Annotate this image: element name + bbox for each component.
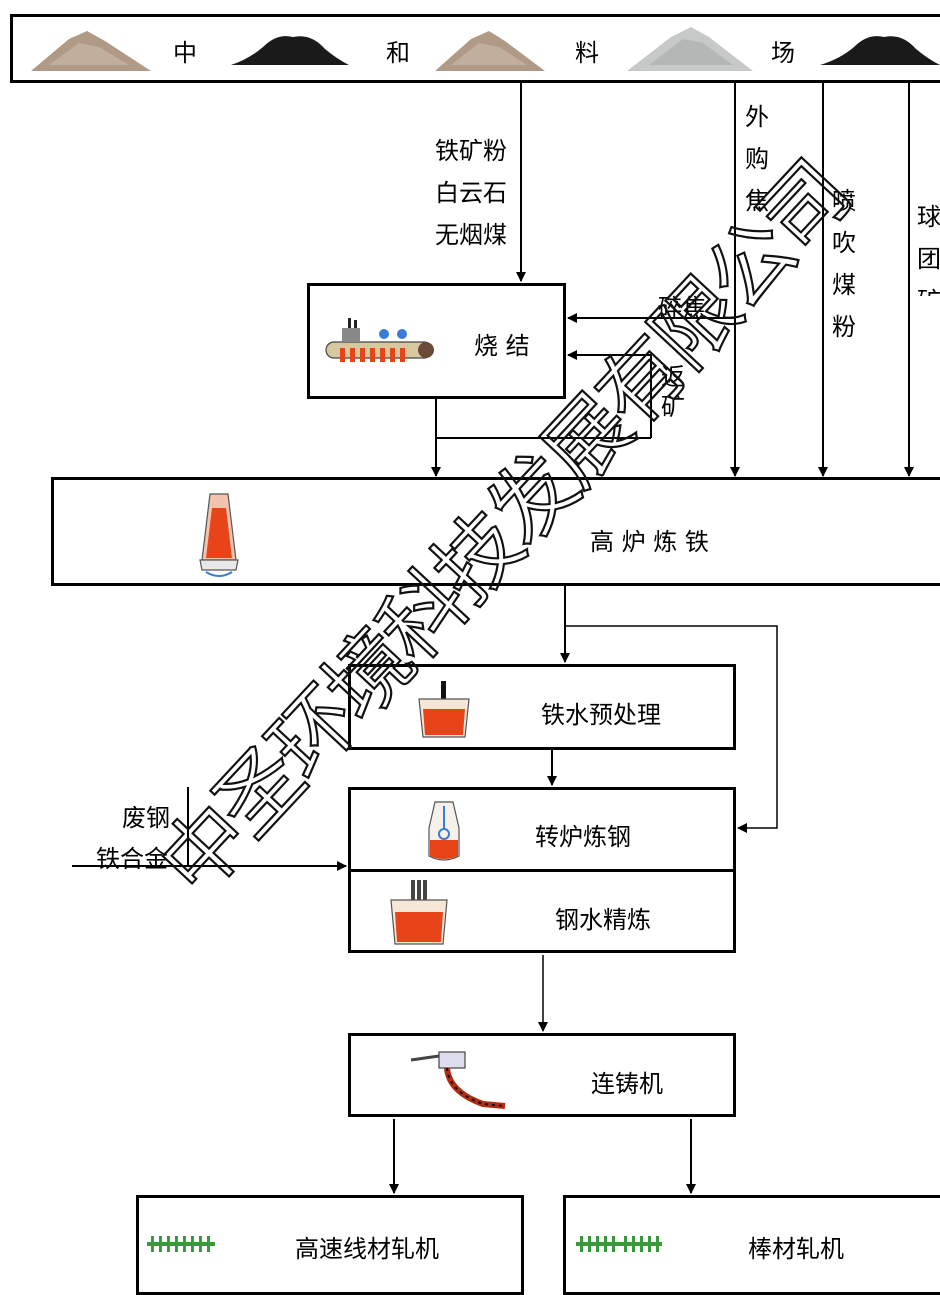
scrap-label: 废钢 bbox=[122, 804, 170, 832]
pretreatment-label: 铁水预处理 bbox=[541, 701, 661, 729]
dolomite-pile-icon bbox=[627, 27, 753, 71]
breeze-coke-label: 碎焦 bbox=[658, 294, 706, 322]
sinter-machine-icon bbox=[325, 318, 434, 362]
caster-box: 连铸机 bbox=[348, 1033, 736, 1117]
blast-furnace-label: 高 炉 炼 铁 bbox=[590, 528, 709, 556]
ore-pile-icon bbox=[31, 31, 151, 71]
refining-box: 钢水精炼 bbox=[348, 869, 736, 953]
blast-furnace-icon bbox=[199, 493, 239, 577]
sinter-feed-labels: 铁矿粉 白云石 无烟煤 bbox=[435, 130, 507, 256]
converter-box: 转炉炼钢 bbox=[348, 787, 736, 872]
arrow-return-fines bbox=[567, 350, 652, 438]
yard-char-1: 中 bbox=[173, 39, 197, 67]
coal-pile-icon bbox=[820, 36, 940, 65]
caster-label: 连铸机 bbox=[591, 1070, 663, 1098]
rolling-mill-icon bbox=[576, 1236, 662, 1252]
yard-char-3: 料 bbox=[575, 39, 599, 67]
converter-icon bbox=[428, 801, 460, 861]
blast-furnace-box: 高 炉 炼 铁 bbox=[51, 477, 940, 586]
bar-mill-box: 棒材轧机 bbox=[563, 1195, 940, 1295]
pellet-label: 球团矿 bbox=[917, 203, 940, 296]
ladle-lance-icon bbox=[418, 681, 470, 738]
sinter-label: 烧 结 bbox=[474, 332, 530, 360]
sinter-feed-item: 白云石 bbox=[435, 179, 507, 207]
sinter-box: 烧 结 bbox=[307, 283, 566, 399]
ladle-furnace-icon bbox=[390, 880, 448, 945]
material-yard: 中 和 料 场 bbox=[10, 14, 940, 83]
pretreatment-box: 铁水预处理 bbox=[348, 664, 736, 750]
wire-mill-box: 高速线材轧机 bbox=[136, 1195, 524, 1295]
pc-injection-label: 喷吹煤粉 bbox=[832, 187, 856, 341]
continuous-caster-icon bbox=[410, 1051, 506, 1109]
purchased-coke-label: 外购焦 bbox=[745, 103, 769, 215]
arrow-bypass-to-converter bbox=[565, 625, 778, 833]
converter-label: 转炉炼钢 bbox=[535, 823, 631, 851]
wire-mill-label: 高速线材轧机 bbox=[295, 1235, 439, 1263]
ore-pile-icon bbox=[435, 31, 545, 71]
yard-char-2: 和 bbox=[386, 39, 410, 67]
coal-pile-icon bbox=[231, 36, 349, 65]
rolling-mill-icon bbox=[147, 1236, 215, 1252]
yard-char-4: 场 bbox=[771, 39, 795, 67]
ferroalloy-label: 铁合金 bbox=[96, 845, 168, 873]
sinter-feed-item: 无烟煤 bbox=[435, 221, 507, 249]
return-fines-label: 返矿 bbox=[661, 363, 685, 421]
sinter-feed-item: 铁矿粉 bbox=[435, 137, 507, 165]
bar-mill-label: 棒材轧机 bbox=[748, 1235, 844, 1263]
refining-label: 钢水精炼 bbox=[555, 906, 651, 934]
